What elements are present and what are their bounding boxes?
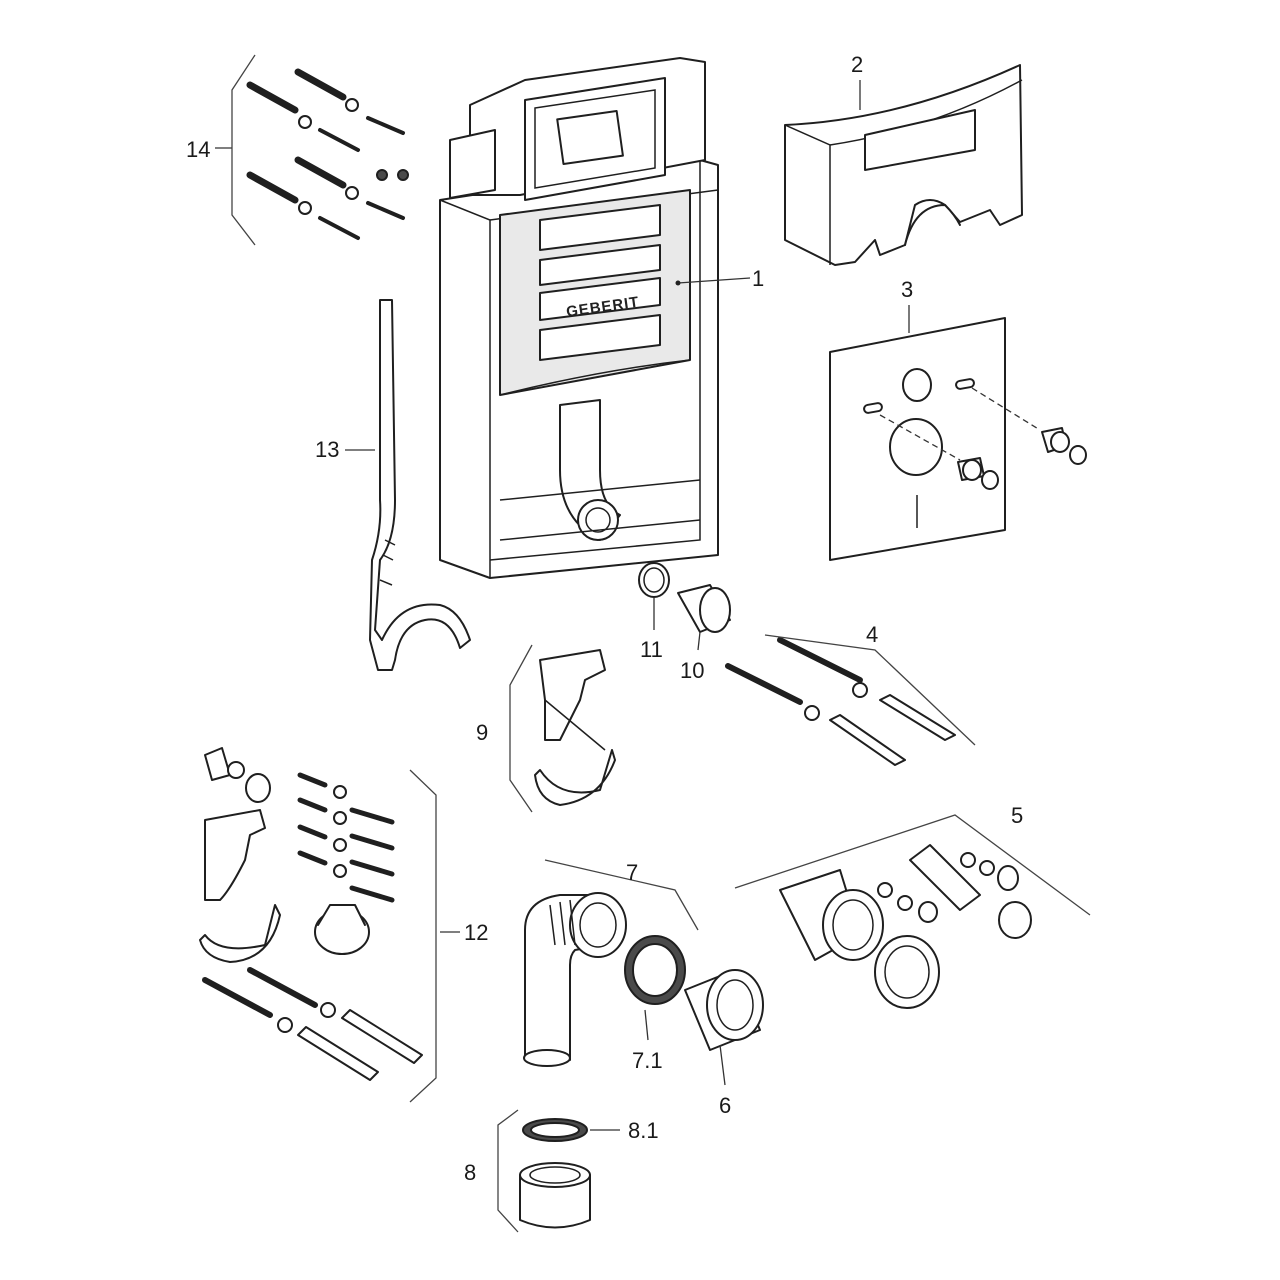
label-1: 1 (752, 266, 764, 291)
label-6: 6 (719, 1093, 731, 1118)
part-12-fixing-set (199, 747, 423, 1081)
label-8-1: 8.1 (628, 1118, 659, 1143)
part-6-connector-sleeve (684, 969, 764, 1051)
part-7-pipe-bend (523, 892, 627, 1067)
part-9-clamp (534, 649, 616, 806)
part-10-reducer (677, 584, 731, 633)
label-4: 4 (866, 622, 878, 647)
part-5-connector-set (779, 844, 1032, 1009)
label-14: 14 (186, 137, 210, 162)
part-3-insulation-plate (829, 317, 1087, 561)
label-13: 13 (315, 437, 339, 462)
leader-lines (215, 80, 910, 1131)
part-4-rod-set (725, 637, 956, 766)
label-10: 10 (680, 658, 704, 683)
label-3: 3 (901, 277, 913, 302)
label-9: 9 (476, 720, 488, 745)
label-7: 7 (626, 860, 638, 885)
part-labels: 1 2 3 4 5 6 7 7.1 8 8.1 9 10 11 12 13 14 (186, 52, 1023, 1185)
part-8-adaptor (519, 1118, 591, 1229)
part-2-cover (784, 64, 1023, 266)
label-8: 8 (464, 1160, 476, 1185)
label-11: 11 (640, 637, 663, 662)
part-11-ring (638, 562, 670, 598)
label-5: 5 (1011, 803, 1023, 828)
fixing-screws (297, 772, 395, 903)
part-13-flush-pipe (369, 299, 471, 671)
part-14-wall-fixings (246, 68, 409, 240)
part-1-installation-frame: GEBERIT (439, 57, 719, 579)
label-12: 12 (464, 920, 488, 945)
part-7-1-seal (624, 935, 686, 1005)
group-brackets (231, 54, 1091, 1233)
label-7-1: 7.1 (632, 1048, 663, 1073)
label-2: 2 (851, 52, 863, 77)
